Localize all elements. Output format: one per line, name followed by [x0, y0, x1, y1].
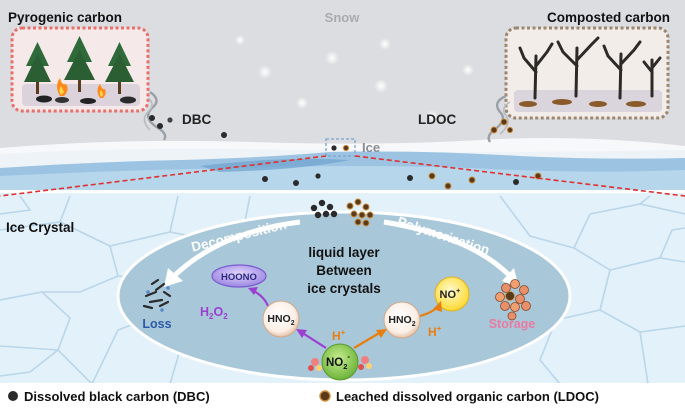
loss-label: Loss [142, 317, 171, 331]
dbc-legend-swatch [8, 391, 18, 401]
hno2-right-label: HNO2 [388, 314, 415, 328]
arrow-no2-to-hno2-right [353, 331, 382, 349]
charcoal-icon [36, 95, 52, 103]
molecule-icon [358, 356, 372, 370]
loss-fragments-dots [146, 286, 170, 312]
ldoc-label: LDOC [418, 112, 456, 127]
legend-bar [0, 383, 685, 409]
zoom-line-left [0, 155, 327, 197]
bare-tree-icon [602, 40, 642, 100]
ice-zoom-box [325, 138, 356, 157]
ice-crystal-label: Ice Crystal [6, 220, 74, 235]
no2-bubble [321, 343, 359, 381]
snow-label: Snow [325, 10, 361, 25]
dbc-legend-label: Dissolved black carbon (DBC) [24, 389, 210, 404]
pyrogenic-carbon-label: Pyrogenic carbon [8, 10, 122, 25]
bare-tree-icon [518, 42, 554, 100]
no-plus-label: NO+ [440, 286, 462, 301]
ldoc-legend-label: Leached dissolved organic carbon (LDOC) [336, 389, 599, 404]
storage-cluster-icon [495, 279, 531, 321]
liquid-layer-line-2: Between [316, 263, 372, 278]
arrowhead [433, 301, 442, 312]
ldoc-legend-swatch [319, 390, 331, 402]
snowflakes [235, 35, 474, 122]
charcoal-icon [120, 96, 136, 104]
no-plus-bubble [434, 276, 470, 312]
dbc-particles-top [149, 115, 227, 138]
composted-carbon-label: Composted carbon [547, 10, 670, 25]
fire-icon [57, 78, 68, 96]
arrow-no2-to-hno2-left [300, 331, 327, 349]
dbc-particle [331, 145, 337, 151]
decomposition-arrowhead [164, 268, 183, 287]
ldoc-particles-top [490, 118, 514, 134]
no2-label: NO2- [326, 352, 350, 371]
bare-tree-icon [556, 36, 600, 98]
hno2-right-bubble [383, 301, 421, 339]
h-plus-right-label: H+ [428, 324, 442, 339]
dbc-runoff-stream [146, 91, 167, 141]
pine-tree-icon [64, 36, 95, 92]
polymerization-arrow [383, 219, 512, 278]
liquid-layer-line-3: ice crystals [307, 281, 381, 296]
pyrogenic-carbon-panel [10, 26, 150, 113]
ldoc-cluster [346, 198, 374, 227]
arrowhead [296, 329, 307, 338]
dbc-cluster [310, 199, 338, 219]
ice-stream [200, 158, 350, 172]
pine-tree-icon [105, 42, 134, 94]
bare-tree-icon [642, 56, 662, 98]
h2o2-label: H2O2 [200, 305, 228, 321]
compost-leaves-icon [519, 99, 646, 107]
storage-label: Storage [489, 317, 536, 331]
molecule-icon [308, 358, 322, 371]
liquid-layer-line-1: liquid layer [308, 245, 380, 260]
dbc-label: DBC [182, 112, 211, 127]
loss-fragments-icon [142, 278, 172, 310]
dbc-runoff-stream [143, 97, 153, 131]
hoono-bubble [211, 264, 267, 288]
charcoal-icon [80, 98, 96, 104]
h-plus-left-label: H+ [332, 328, 346, 343]
decomposition-arrow [172, 219, 301, 278]
ldoc-particle [342, 144, 350, 152]
arrowhead [376, 329, 387, 338]
arrowhead [248, 287, 258, 295]
charcoal-icon [55, 97, 69, 103]
hoono-label: HOONO [221, 272, 257, 283]
particles-in-ice [262, 172, 542, 190]
hno2-left-label: HNO2 [267, 313, 294, 327]
pine-tree-icon [24, 42, 51, 94]
hno2-left-bubble [262, 300, 300, 338]
composted-carbon-panel [504, 26, 670, 120]
ice-layer-light [0, 166, 685, 190]
ice-label: Ice [362, 140, 380, 155]
ldoc-runoff-stream [499, 101, 511, 135]
fire-icon [97, 84, 106, 98]
